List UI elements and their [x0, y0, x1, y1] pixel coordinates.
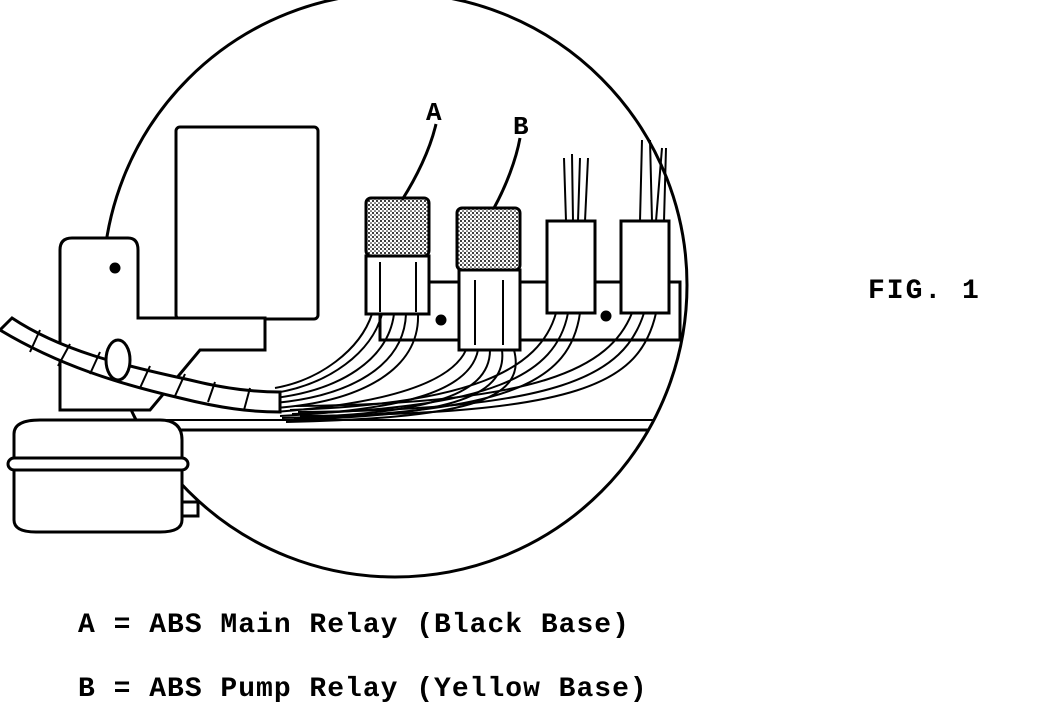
legend-item-a: A = ABS Main Relay (Black Base): [78, 610, 630, 641]
mounting-panel: [103, 240, 687, 432]
wiring-harness: [0, 316, 282, 414]
bracket-screw: [109, 262, 121, 274]
connector-d: [619, 139, 671, 315]
legend-item-b: B = ABS Pump Relay (Yellow Base): [78, 674, 648, 705]
wiring-bundle: [274, 312, 657, 423]
callout-leader-a: [400, 123, 438, 201]
callout-b: B: [513, 112, 529, 142]
bracket-screw: [600, 310, 612, 322]
bracket-screw: [435, 314, 447, 326]
connector-c: [545, 153, 597, 315]
relay-a: [364, 196, 431, 316]
canister: [6, 418, 200, 534]
figure-label: FIG. 1: [868, 276, 981, 307]
callout-leader-b: [492, 137, 522, 209]
control-module: [174, 125, 320, 321]
callout-a: A: [426, 98, 442, 128]
relay-b: [455, 206, 522, 352]
